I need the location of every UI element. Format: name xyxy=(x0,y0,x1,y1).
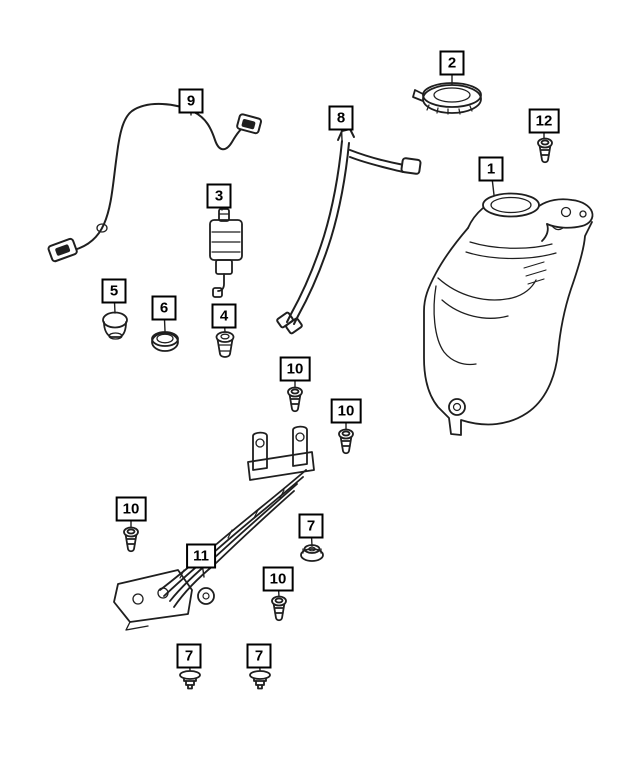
callout-label: 8 xyxy=(336,109,346,127)
callout-6[interactable]: 6 xyxy=(151,295,177,321)
part-washer-pump xyxy=(209,208,243,298)
callout-9[interactable]: 9 xyxy=(178,88,204,114)
callout-11[interactable]: 11 xyxy=(186,543,216,569)
callout-2[interactable]: 2 xyxy=(439,50,465,76)
callout-label: 2 xyxy=(447,54,457,72)
part-screw-4 xyxy=(215,331,235,358)
callout-label: 10 xyxy=(286,360,304,378)
callout-5[interactable]: 5 xyxy=(101,278,127,304)
part-mounting-bracket xyxy=(113,425,315,631)
callout-4[interactable]: 4 xyxy=(211,303,237,329)
part-washer-reservoir xyxy=(423,192,594,436)
callout-label: 12 xyxy=(535,112,553,130)
part-screw-10-a xyxy=(287,386,303,413)
callout-3[interactable]: 3 xyxy=(206,183,232,209)
callout-12[interactable]: 12 xyxy=(528,108,560,134)
callout-label: 10 xyxy=(269,570,287,588)
callout-leader-lines xyxy=(113,62,545,671)
part-grommet-6 xyxy=(151,331,179,352)
callout-10-d[interactable]: 10 xyxy=(262,566,294,592)
callout-label: 10 xyxy=(337,402,355,420)
part-screw-10-b xyxy=(338,428,354,455)
callout-10-c[interactable]: 10 xyxy=(115,496,147,522)
part-retainer-7-a xyxy=(179,670,201,690)
callout-label: 7 xyxy=(306,517,316,535)
callout-7-c[interactable]: 7 xyxy=(246,643,272,669)
part-screw-10-d xyxy=(271,595,287,622)
callout-label: 6 xyxy=(159,299,169,317)
callout-label: 7 xyxy=(254,647,264,665)
part-washer-hoses xyxy=(276,128,422,335)
part-screw-12 xyxy=(537,137,553,164)
part-nut-7 xyxy=(300,544,324,562)
callout-label: 10 xyxy=(122,500,140,518)
part-screw-10-c xyxy=(123,526,139,553)
part-reservoir-cap xyxy=(412,82,482,115)
part-grommet-5 xyxy=(102,311,128,340)
callout-label: 1 xyxy=(486,160,496,178)
callout-10-a[interactable]: 10 xyxy=(279,356,311,382)
callout-1[interactable]: 1 xyxy=(478,156,504,182)
callout-label: 7 xyxy=(184,647,194,665)
callout-10-b[interactable]: 10 xyxy=(330,398,362,424)
callout-label: 4 xyxy=(219,307,229,325)
callout-7-a[interactable]: 7 xyxy=(298,513,324,539)
part-washer-hose-harness xyxy=(47,102,262,263)
callout-label: 5 xyxy=(109,282,119,300)
callout-label: 11 xyxy=(193,547,209,565)
callout-label: 9 xyxy=(186,92,196,110)
callout-label: 3 xyxy=(214,187,224,205)
callout-8[interactable]: 8 xyxy=(328,105,354,131)
callout-7-b[interactable]: 7 xyxy=(176,643,202,669)
part-retainer-7-b xyxy=(249,670,271,690)
